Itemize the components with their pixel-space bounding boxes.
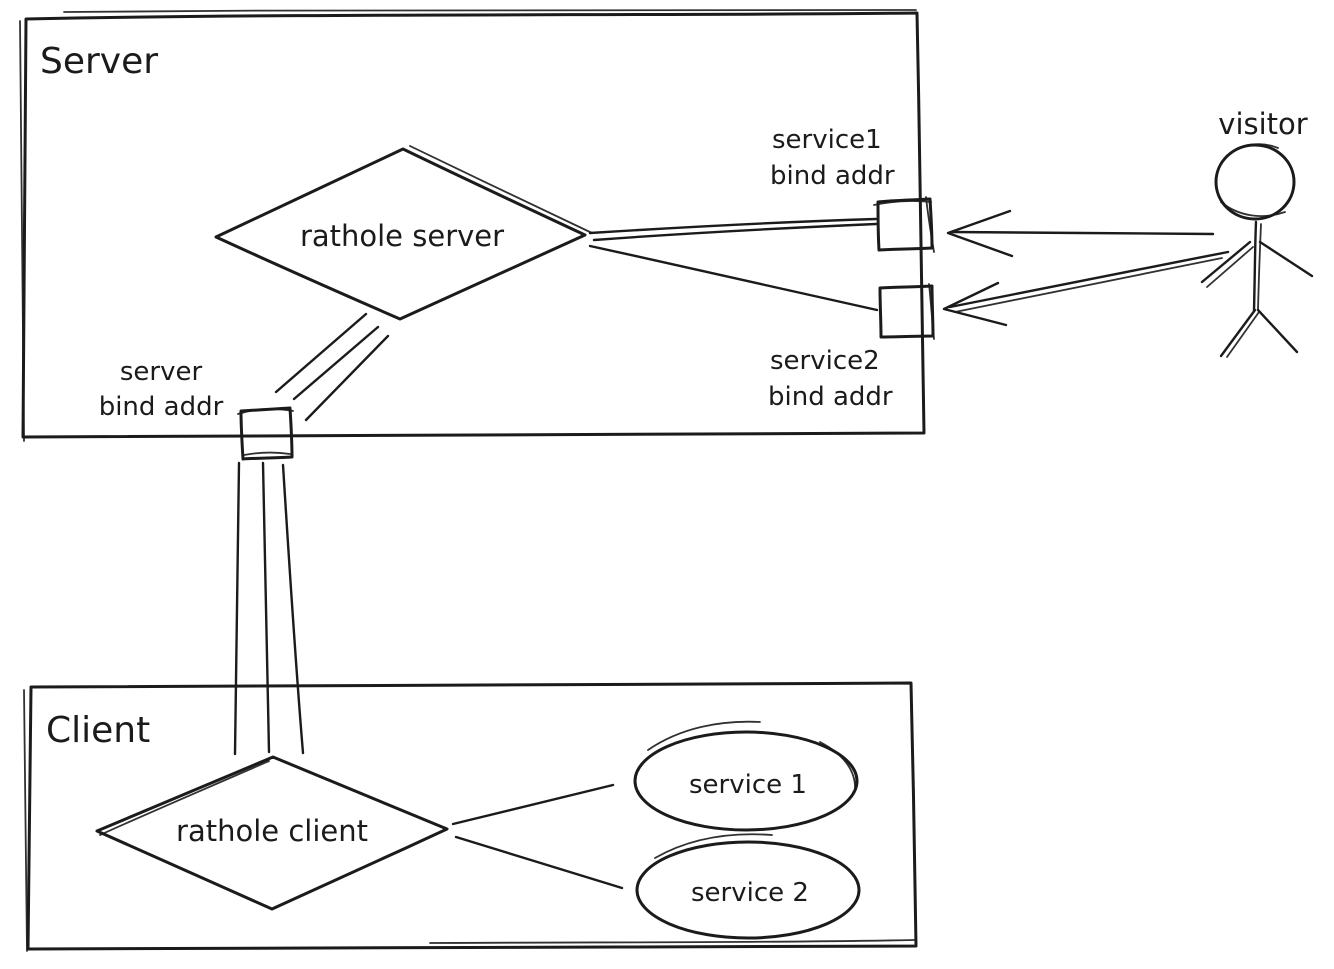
server-bind-square [239,406,294,461]
rathole-client-node: rathole client [95,755,449,911]
client-to-services-links [451,783,624,890]
service1-bind-label-line1: service1 [772,125,882,155]
rathole-server-label: rathole server [300,219,504,253]
service2-node: service 2 [635,833,861,940]
server-bind-label-line1: server [120,357,203,387]
visitor-body [1252,220,1258,313]
visitor-body-overdraw [1257,223,1262,311]
service1-node: service 1 [633,720,859,832]
server-to-service1-link-a [588,217,878,235]
client-box-overdraw-bottom [429,939,915,944]
server-bind-label-line2: bind addr [99,392,224,422]
service2-bind-label-line2: bind addr [768,382,893,412]
service2-ellipse-overdraw [654,833,831,939]
server-to-service2-link [588,244,879,312]
service1-ellipse [633,730,859,832]
client-box-label: Client [46,710,150,751]
client-box-overdraw-left [23,689,28,952]
rathole-server-diamond [214,147,587,321]
visitor-leg-right [1256,308,1299,354]
service2-bind-port: service2 bind addr [768,283,935,412]
visitor-to-service2-arrowhead [942,281,1008,327]
server-to-ports-links [588,217,879,312]
visitor-arm-left [1200,240,1252,284]
server-box-overdraw-top [63,9,917,13]
client-box: Client [23,681,918,952]
rathole-server-node: rathole server [214,145,593,321]
channel-diagonal-line-3 [304,334,390,422]
service1-label: service 1 [689,770,807,800]
rathole-client-label: rathole client [176,814,368,848]
visitor-leg-left [1219,308,1257,358]
client-to-service2-link [454,835,624,890]
visitor-to-service1-arrow-shaft [950,230,1215,236]
client-to-server-tunnel-lines [233,461,305,756]
service1-bind-square-overdraw [873,196,935,253]
service1-bind-port: service1 bind addr [770,125,935,253]
visitor-label: visitor [1218,107,1307,141]
client-to-service1-link [451,783,615,826]
visitor-to-service2-arrow-shaft-overdraw [954,257,1223,313]
service1-bind-square [876,197,934,252]
service2-bind-square-overdraw [928,283,935,340]
service1-bind-label-line2: bind addr [770,161,895,191]
server-to-bind-channel-lines [274,312,390,422]
channel-diagonal-line-1 [274,312,368,394]
visitor-node: visitor [1200,107,1314,358]
rathole-client-diamond-overdraw [99,760,270,836]
service2-bind-label-line1: service2 [770,346,880,376]
visitor-to-service1-arrowhead [946,209,1014,258]
service2-bind-square [878,284,935,339]
service1-ellipse-overdraw [647,720,856,791]
visitor-arm-right [1258,240,1314,278]
server-box: Server [19,9,926,442]
rathole-client-diamond [95,755,449,911]
server-box-overdraw-left [19,20,25,442]
tunnel-line-1 [233,461,241,756]
server-box-label: Server [40,41,158,82]
visitor-to-service2-arrow [942,250,1230,327]
client-box-outline [26,681,918,951]
tunnel-line-3 [281,463,305,755]
visitor-head-overdraw [1220,143,1286,217]
server-to-service1-link-b [592,222,878,242]
visitor-to-service1-arrow [946,209,1215,258]
service2-label: service 2 [691,878,809,908]
channel-diagonal-line-2 [292,325,380,401]
visitor-head [1214,143,1296,221]
tunnel-line-2 [261,461,271,754]
visitor-arm-left-overdraw [1206,246,1254,288]
rathole-server-diamond-overdraw [409,145,593,234]
server-bind-port: server bind addr [99,357,294,461]
server-bind-square-overdraw [237,408,294,456]
visitor-leg-left-overdraw [1226,311,1260,358]
visitor-to-service2-arrow-shaft [948,250,1230,309]
